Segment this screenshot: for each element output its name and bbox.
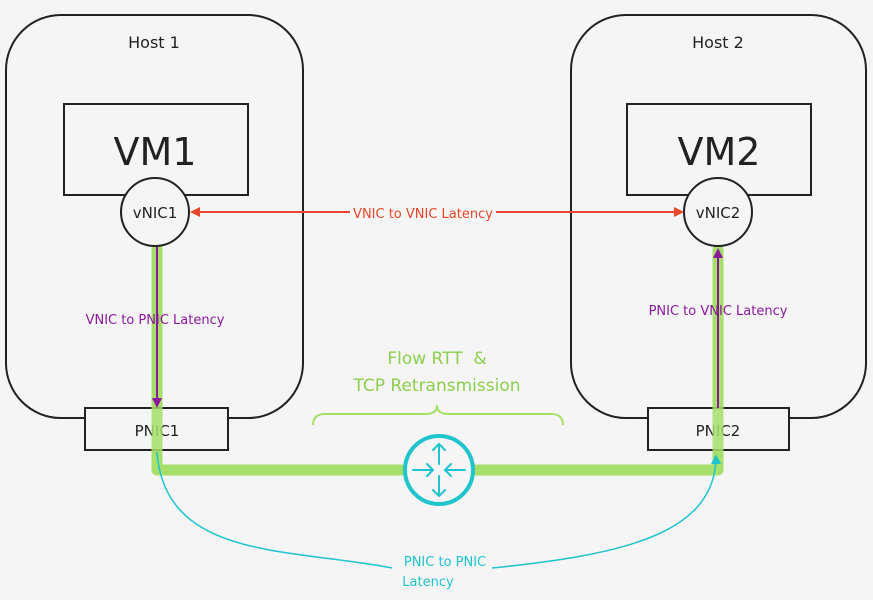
vnic-1-label: vNIC1: [133, 204, 178, 222]
pnic-to-pnic-label-line2: Latency: [402, 575, 454, 590]
flow-rtt-label: Flow RTT &: [387, 349, 486, 369]
vnic-1-circle: [120, 177, 190, 247]
vnic-to-vnic-label: VNIC to VNIC Latency: [353, 207, 493, 222]
router-icon: [403, 434, 475, 506]
pnic-to-pnic-label-line1: PNIC to PNIC: [404, 555, 486, 570]
vnic-to-pnic-label: VNIC to PNIC Latency: [86, 313, 225, 328]
pnic-to-pnic-curve-left: [156, 451, 393, 569]
tcp-retransmission-label: TCP Retransmission: [352, 376, 520, 396]
host-1-label: Host 1: [128, 33, 180, 52]
vnic-2-label: vNIC2: [696, 204, 741, 222]
pnic-to-vnic-label: PNIC to VNIC Latency: [649, 304, 788, 319]
vm-1-label: VM1: [114, 130, 197, 174]
flow-brace: [312, 404, 564, 426]
host-2-label: Host 2: [692, 33, 744, 52]
vnic-2-circle: [683, 177, 753, 247]
pnic-to-pnic-curve-right: [491, 454, 721, 569]
vm-2-label: VM2: [678, 130, 761, 174]
